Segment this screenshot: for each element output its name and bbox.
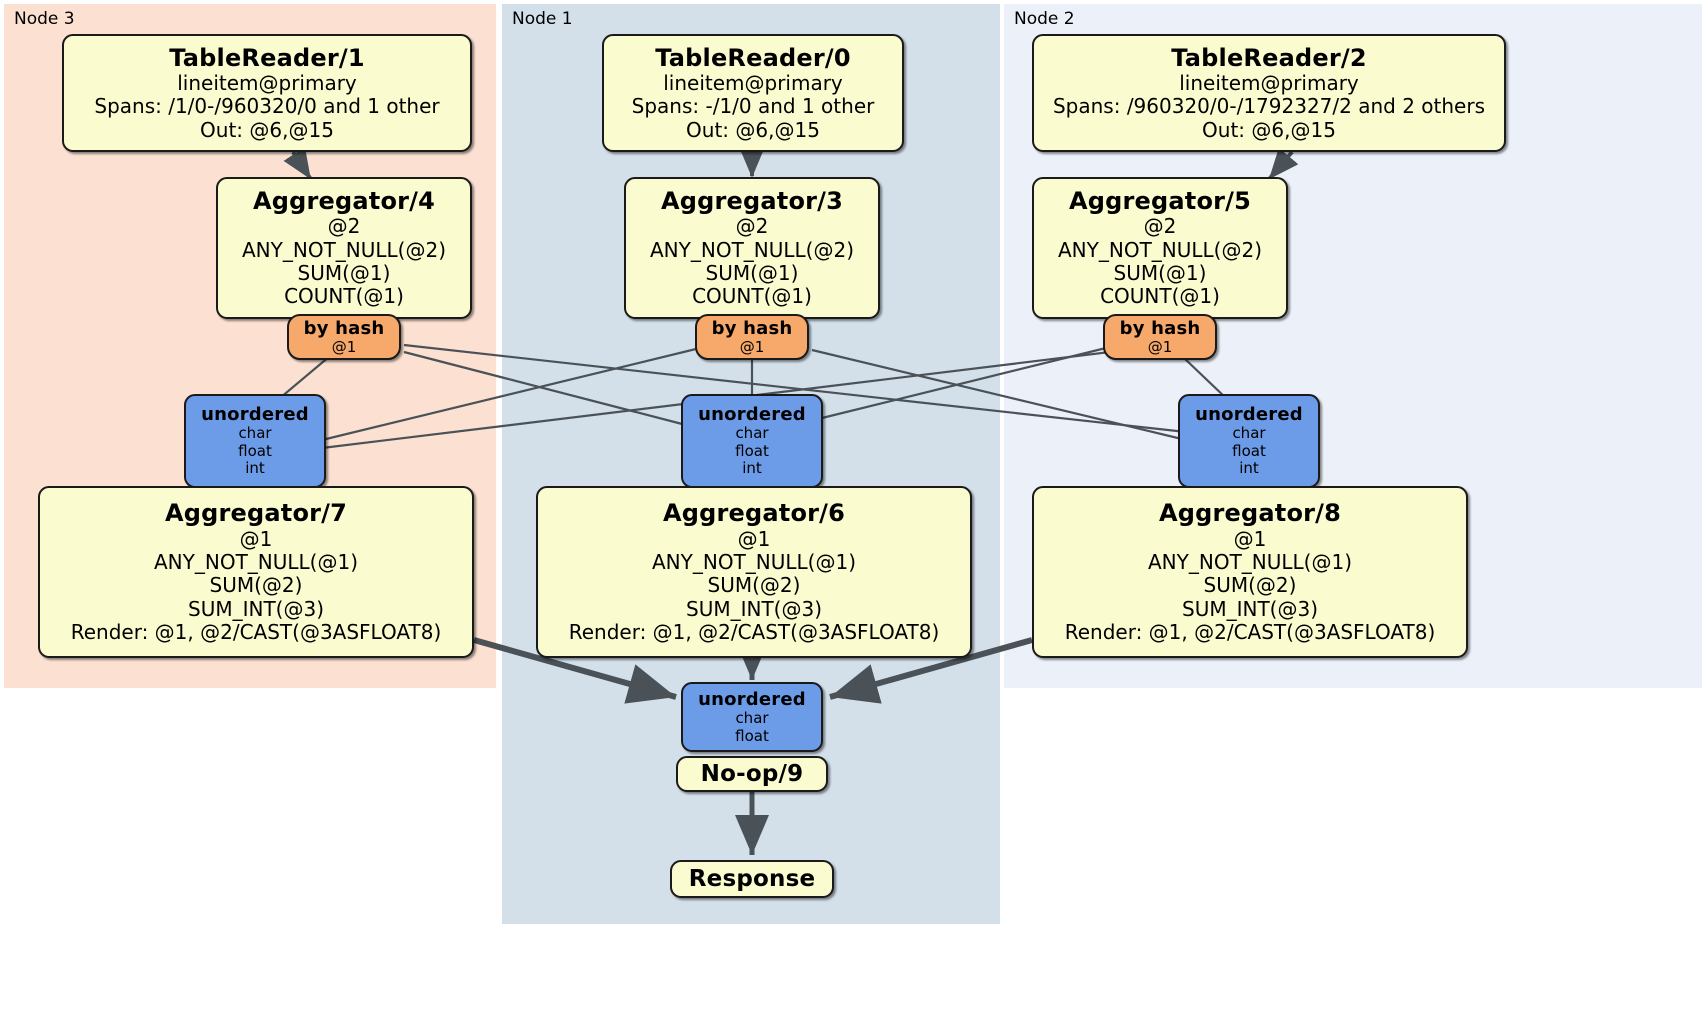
router-type-1: float	[735, 441, 769, 460]
processor-title: No-op/9	[700, 760, 804, 787]
processor-aggregator-4[interactable]: Aggregator/4 @2 ANY_NOT_NULL(@2) SUM(@1)…	[216, 177, 472, 319]
processor-aggregator-5[interactable]: Aggregator/5 @2 ANY_NOT_NULL(@2) SUM(@1)…	[1032, 177, 1288, 319]
region-node-2-label: Node 2	[1014, 9, 1075, 29]
processor-table-reader-2[interactable]: TableReader/2 lineitem@primary Spans: /9…	[1032, 34, 1506, 152]
processor-title: Aggregator/6	[662, 499, 846, 528]
processor-agg-2: COUNT(@1)	[692, 284, 812, 309]
processor-out: Out: @6,@15	[686, 117, 820, 142]
router-title: by hash	[711, 317, 793, 339]
processor-title: Aggregator/5	[1068, 187, 1252, 216]
processor-table: lineitem@primary	[177, 70, 357, 95]
processor-render: Render: @1, @2/CAST(@3ASFLOAT8)	[568, 620, 940, 645]
processor-table-reader-0[interactable]: TableReader/0 lineitem@primary Spans: -/…	[602, 34, 904, 152]
router-unordered-node1[interactable]: unordered char float int	[681, 394, 823, 488]
router-type-0: char	[1232, 424, 1266, 443]
processor-out: Out: @6,@15	[200, 117, 334, 142]
processor-group: @1	[1233, 526, 1267, 551]
processor-title: Aggregator/3	[660, 187, 844, 216]
processor-table: lineitem@primary	[1179, 70, 1359, 95]
router-type-0: char	[238, 424, 272, 443]
processor-agg-2: COUNT(@1)	[1100, 284, 1220, 309]
processor-table-reader-1[interactable]: TableReader/1 lineitem@primary Spans: /1…	[62, 34, 472, 152]
processor-agg-1: SUM(@2)	[707, 573, 801, 598]
router-type-0: char	[735, 424, 769, 443]
router-column: @1	[739, 337, 765, 356]
processor-spans: Spans: /1/0-/960320/0 and 1 other	[94, 94, 440, 119]
router-title: unordered	[698, 688, 806, 710]
processor-aggregator-8[interactable]: Aggregator/8 @1 ANY_NOT_NULL(@1) SUM(@2)…	[1032, 486, 1468, 658]
processor-agg-1: SUM(@1)	[297, 261, 391, 286]
processor-no-op-9[interactable]: No-op/9	[676, 756, 828, 792]
processor-title: TableReader/0	[655, 43, 851, 72]
router-title: unordered	[698, 404, 806, 426]
processor-group: @1	[737, 526, 771, 551]
processor-group: @1	[239, 526, 273, 551]
processor-agg-1: SUM(@1)	[1113, 261, 1207, 286]
processor-agg-1: SUM(@2)	[1203, 573, 1297, 598]
processor-spans: Spans: -/1/0 and 1 other	[631, 94, 875, 119]
processor-agg-1: SUM(@2)	[209, 573, 303, 598]
router-title: unordered	[201, 404, 309, 426]
processor-title: TableReader/2	[1171, 43, 1367, 72]
router-unordered-node2[interactable]: unordered char float int	[1178, 394, 1320, 488]
processor-title: Aggregator/7	[164, 499, 348, 528]
processor-agg-1: SUM(@1)	[705, 261, 799, 286]
processor-group: @2	[327, 214, 361, 239]
processor-agg-0: ANY_NOT_NULL(@2)	[242, 237, 446, 262]
processor-agg-0: ANY_NOT_NULL(@2)	[1058, 237, 1262, 262]
processor-title: Aggregator/8	[1158, 499, 1342, 528]
processor-agg-2: COUNT(@1)	[284, 284, 404, 309]
processor-table: lineitem@primary	[663, 70, 843, 95]
processor-aggregator-3[interactable]: Aggregator/3 @2 ANY_NOT_NULL(@2) SUM(@1)…	[624, 177, 880, 319]
processor-agg-2: SUM_INT(@3)	[1182, 596, 1318, 621]
processor-agg-2: SUM_INT(@3)	[686, 596, 822, 621]
router-unordered-node3[interactable]: unordered char float int	[184, 394, 326, 488]
router-title: by hash	[1119, 317, 1201, 339]
processor-title: TableReader/1	[169, 43, 365, 72]
response-title: Response	[688, 865, 816, 892]
router-type-0: char	[735, 708, 769, 727]
processor-spans: Spans: /960320/0-/1792327/2 and 2 others	[1052, 94, 1485, 119]
response-node[interactable]: Response	[670, 860, 834, 898]
router-column: @1	[331, 337, 357, 356]
router-type-2: int	[1239, 459, 1259, 478]
router-by-hash-node1[interactable]: by hash @1	[695, 314, 809, 360]
processor-group: @2	[735, 214, 769, 239]
processor-agg-0: ANY_NOT_NULL(@1)	[154, 549, 358, 574]
processor-title: Aggregator/4	[252, 187, 436, 216]
router-column: @1	[1147, 337, 1173, 356]
router-title: by hash	[303, 317, 385, 339]
processor-aggregator-7[interactable]: Aggregator/7 @1 ANY_NOT_NULL(@1) SUM(@2)…	[38, 486, 474, 658]
processor-agg-0: ANY_NOT_NULL(@2)	[650, 237, 854, 262]
router-type-1: float	[1232, 441, 1266, 460]
router-type-1: float	[238, 441, 272, 460]
processor-render: Render: @1, @2/CAST(@3ASFLOAT8)	[70, 620, 442, 645]
processor-agg-0: ANY_NOT_NULL(@1)	[1148, 549, 1352, 574]
processor-render: Render: @1, @2/CAST(@3ASFLOAT8)	[1064, 620, 1436, 645]
region-node-3-label: Node 3	[14, 9, 75, 29]
router-title: unordered	[1195, 404, 1303, 426]
router-type-2: int	[742, 459, 762, 478]
processor-agg-2: SUM_INT(@3)	[188, 596, 324, 621]
router-by-hash-node3[interactable]: by hash @1	[287, 314, 401, 360]
router-type-2: int	[245, 459, 265, 478]
processor-agg-0: ANY_NOT_NULL(@1)	[652, 549, 856, 574]
region-node-1-label: Node 1	[512, 9, 573, 29]
processor-out: Out: @6,@15	[1202, 117, 1336, 142]
processor-group: @2	[1143, 214, 1177, 239]
router-unordered-final[interactable]: unordered char float	[681, 682, 823, 752]
router-by-hash-node2[interactable]: by hash @1	[1103, 314, 1217, 360]
processor-aggregator-6[interactable]: Aggregator/6 @1 ANY_NOT_NULL(@1) SUM(@2)…	[536, 486, 972, 658]
router-type-1: float	[735, 726, 769, 745]
